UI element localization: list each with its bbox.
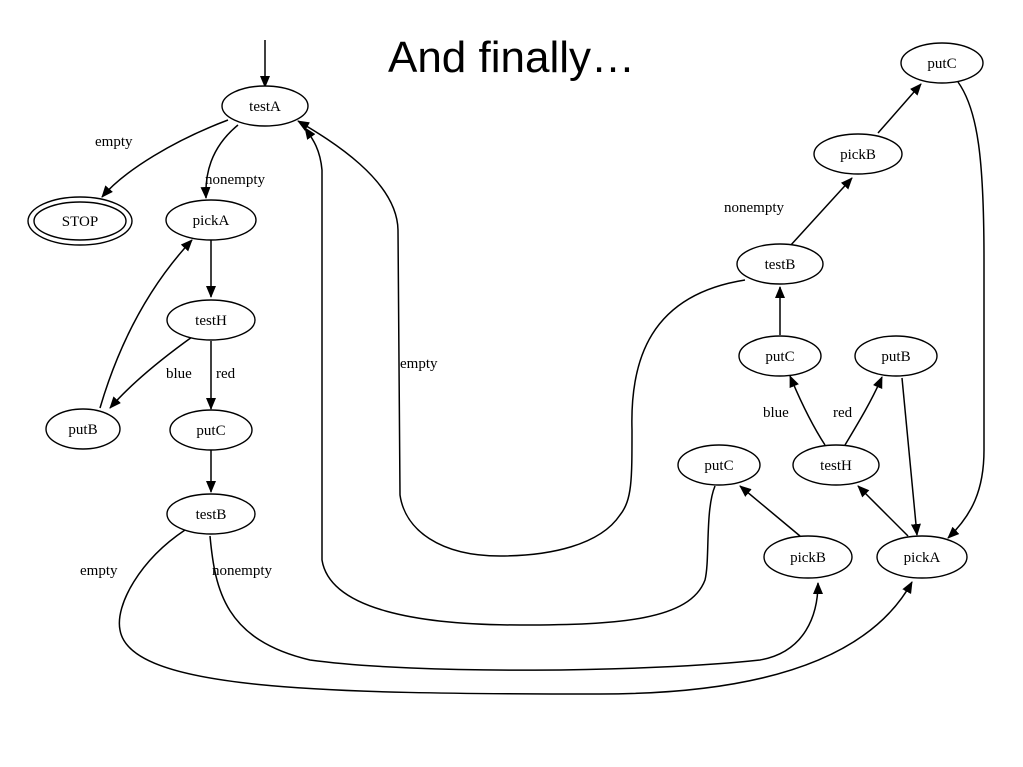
node-testA: testA xyxy=(221,85,309,127)
node-label: putB xyxy=(881,349,910,365)
node-putC: putC xyxy=(738,335,822,377)
node-label: testB xyxy=(196,507,227,523)
node-pickA: pickA xyxy=(165,199,257,241)
edge-pickB-to-putC-top xyxy=(877,83,922,134)
node-label: testA xyxy=(249,99,281,115)
node-testB: testB xyxy=(166,493,256,535)
edge-label-red: red xyxy=(833,405,853,421)
node-putC: putC xyxy=(900,42,984,84)
node-pickB: pickB xyxy=(813,133,903,175)
node-label: putC xyxy=(927,56,956,72)
edge-testB-to-pickA-right xyxy=(118,529,913,695)
node-testH: testH xyxy=(166,299,256,341)
node-label: pickA xyxy=(904,550,941,566)
edge-testB-to-pickB-right xyxy=(209,535,823,671)
node-label: pickB xyxy=(840,147,876,163)
edge-testA-to-pickA xyxy=(200,124,239,199)
node-pickA: pickA xyxy=(876,535,968,579)
edge-putC-lower-to-testA xyxy=(304,127,716,626)
edge-pickA-to-testH-right xyxy=(857,485,909,537)
node-label: putC xyxy=(765,349,794,365)
node-putC: putC xyxy=(169,409,253,451)
edge-label-empty: empty xyxy=(95,134,133,150)
edge-testB-to-pickB-top xyxy=(789,177,853,247)
edge-testB-right-to-testA xyxy=(297,120,746,557)
node-putC: putC xyxy=(677,444,761,486)
edge-label-blue: blue xyxy=(763,405,789,421)
edge-label-nonempty: nonempty xyxy=(205,172,265,188)
nodes: testA STOP pickA testH putB xyxy=(27,42,984,579)
node-putB: putB xyxy=(854,335,938,377)
slide-title: And finally… xyxy=(387,33,635,82)
node-testB: testB xyxy=(736,243,824,285)
edge-testA-to-stop xyxy=(101,119,229,198)
edge-testH-to-putB xyxy=(109,336,193,409)
node-label: pickA xyxy=(193,213,230,229)
edge-putB-to-pickA-right xyxy=(901,377,921,536)
node-label: putC xyxy=(704,458,733,474)
node-label: testH xyxy=(820,458,852,474)
edge-putB-to-pickA xyxy=(99,239,193,409)
edge-labels: empty nonempty blue red empty nonempty e… xyxy=(80,134,853,579)
node-stop: STOP xyxy=(27,196,133,246)
edge-putC-top-to-pickA xyxy=(947,81,985,539)
node-label: testH xyxy=(195,313,227,329)
node-label: pickB xyxy=(790,550,826,566)
edge-testH-to-putB-right xyxy=(844,376,883,446)
node-label: putC xyxy=(196,423,225,439)
edge-label-blue: blue xyxy=(166,366,192,382)
node-testH: testH xyxy=(792,444,880,486)
node-label: STOP xyxy=(62,214,98,230)
edge-label-nonempty: nonempty xyxy=(724,200,784,216)
edge-pickB-lower-to-putC-lower xyxy=(739,485,801,537)
edges xyxy=(99,40,985,695)
node-label: putB xyxy=(68,422,97,438)
node-pickB: pickB xyxy=(763,535,853,579)
edge-label-red: red xyxy=(216,366,236,382)
edge-label-empty: empty xyxy=(80,563,118,579)
edge-testH-to-putC-mid xyxy=(789,375,826,446)
node-putB: putB xyxy=(45,408,121,450)
node-label: testB xyxy=(765,257,796,273)
edge-label-nonempty: nonempty xyxy=(212,563,272,579)
edge-label-empty: empty xyxy=(400,356,438,372)
